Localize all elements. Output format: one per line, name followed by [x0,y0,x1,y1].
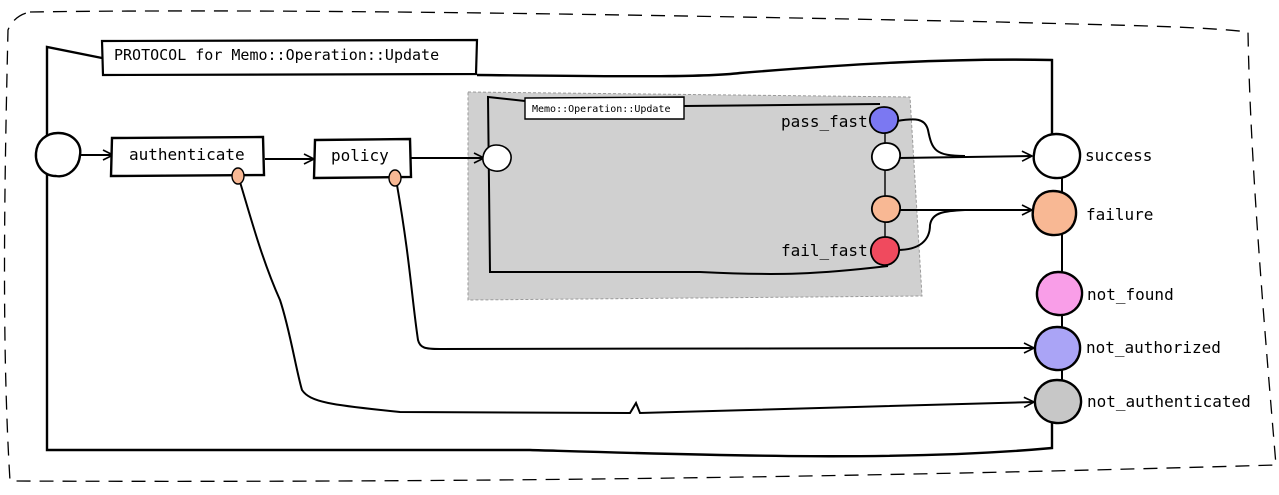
nested-bracket-line [486,95,889,275]
terminus-success-label: success [1085,146,1152,165]
nested-title: Memo::Operation::Update [532,104,670,115]
success-line [898,150,1033,162]
protocol-title-box [100,38,479,77]
terminus-failure-label: failure [1086,205,1153,224]
nested-start-port [482,144,512,172]
nested-title-box [524,96,685,120]
authenticate-to-not-authenticated-line [239,181,1035,415]
nested-operation-area [467,91,923,301]
terminus-success [1032,132,1082,180]
step-policy: policy [312,137,413,180]
pass-fast-label: pass_fast [781,112,868,131]
pass-fast-port [869,106,899,134]
terminus-not-authorized-label: not_authorized [1086,338,1221,357]
policy-failure-port [388,169,402,187]
fail-fast-port [870,236,900,266]
step-policy-label: policy [331,146,389,165]
policy-to-not-authorized-line [396,184,1035,354]
terminus-failure [1031,189,1078,237]
terminus-not-found [1035,270,1084,317]
nested-top-line [683,103,881,107]
step-authenticate-label: authenticate [129,145,245,164]
pass-fast-to-success-line [896,118,966,157]
terminus-not-found-label: not_found [1087,285,1174,304]
fail-fast-label: fail_fast [781,241,868,260]
failure-port [871,195,901,223]
terminus-not-authorized [1033,325,1082,372]
protocol-bracket-line [45,45,1054,458]
start-node [34,131,82,178]
success-port [871,142,901,171]
terminus-not-authenticated [1033,378,1083,425]
authenticate-failure-port [231,167,245,185]
top-route-line [476,58,1054,135]
outer-dashed-frame [3,10,1277,482]
fail-fast-to-failure-line [896,209,966,251]
protocol-title: PROTOCOL for Memo::Operation::Update [114,46,439,64]
step-authenticate: authenticate [109,135,266,178]
terminus-not-authenticated-label: not_authenticated [1087,392,1251,411]
